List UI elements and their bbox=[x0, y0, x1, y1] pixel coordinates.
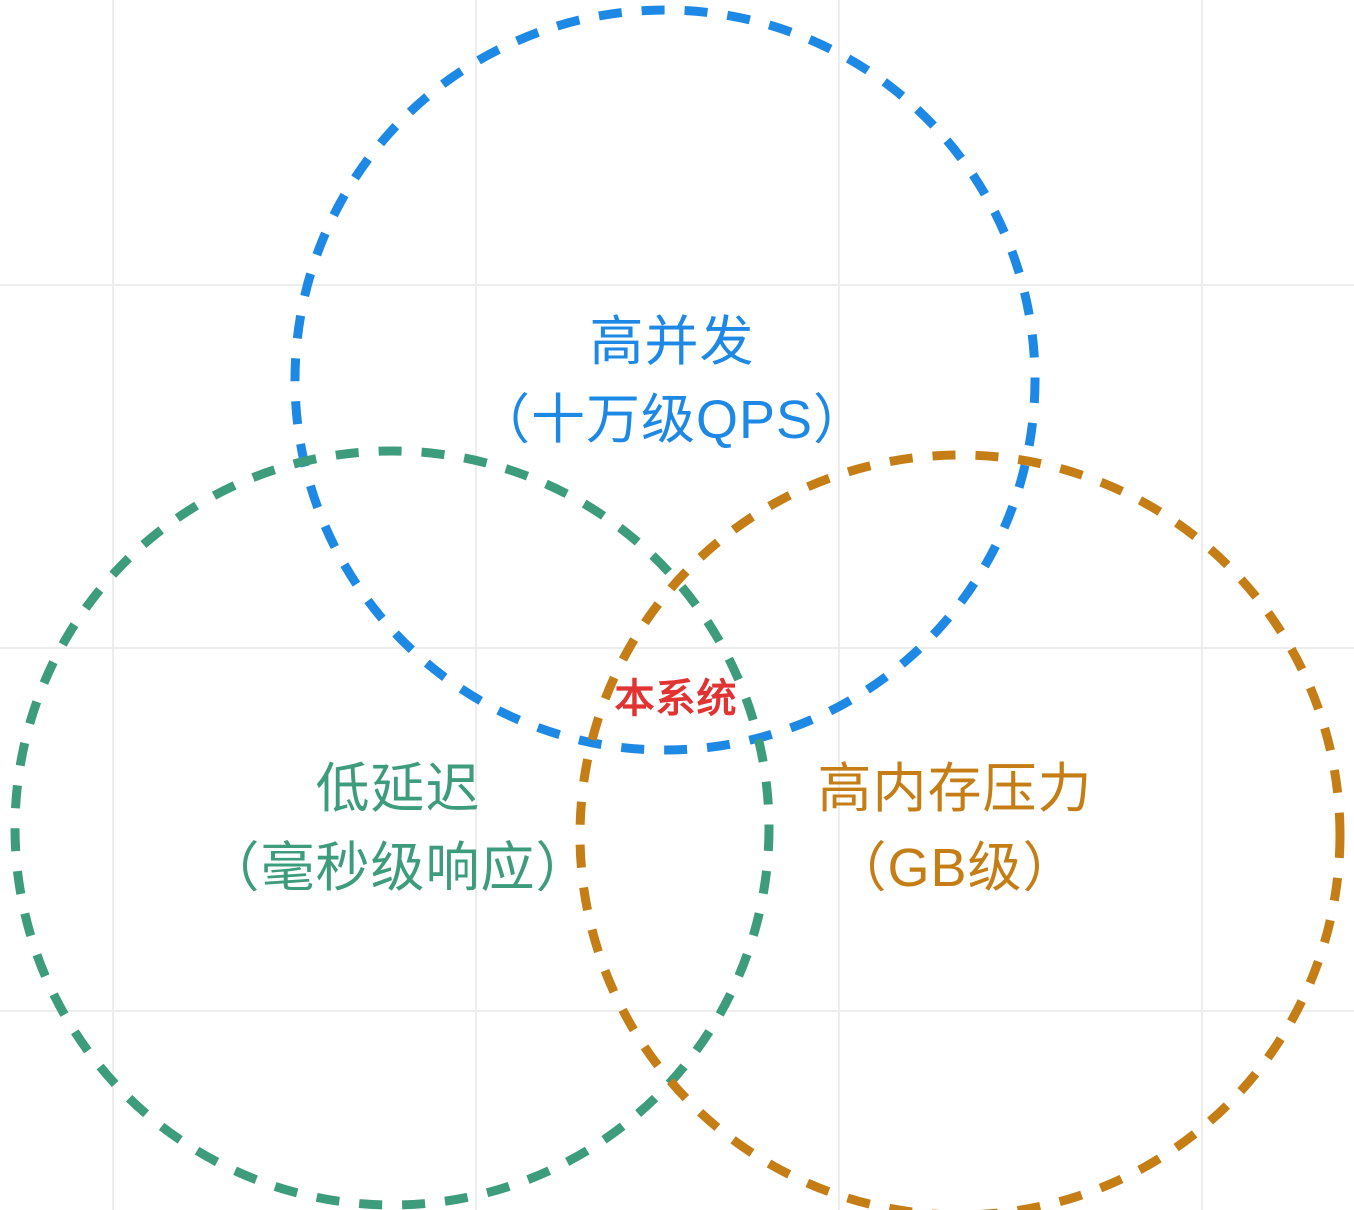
circle-low-latency bbox=[10, 446, 774, 1210]
circle-high-memory-pressure bbox=[575, 450, 1345, 1210]
label-high-memory-pressure-line2: （GB级） bbox=[832, 838, 1077, 898]
label-high-memory-pressure-line1: 高内存压力 bbox=[818, 759, 1093, 819]
circle-high-concurrency bbox=[290, 5, 1040, 755]
label-high-concurrency-line1: 高并发 bbox=[590, 312, 755, 372]
label-low-latency-line1: 低延迟 bbox=[316, 759, 481, 819]
label-intersection-this-system: 本系统 bbox=[615, 677, 738, 721]
label-low-latency-line2: （毫秒级响应） bbox=[206, 838, 591, 898]
label-high-concurrency-line2: （十万级QPS） bbox=[476, 390, 868, 450]
